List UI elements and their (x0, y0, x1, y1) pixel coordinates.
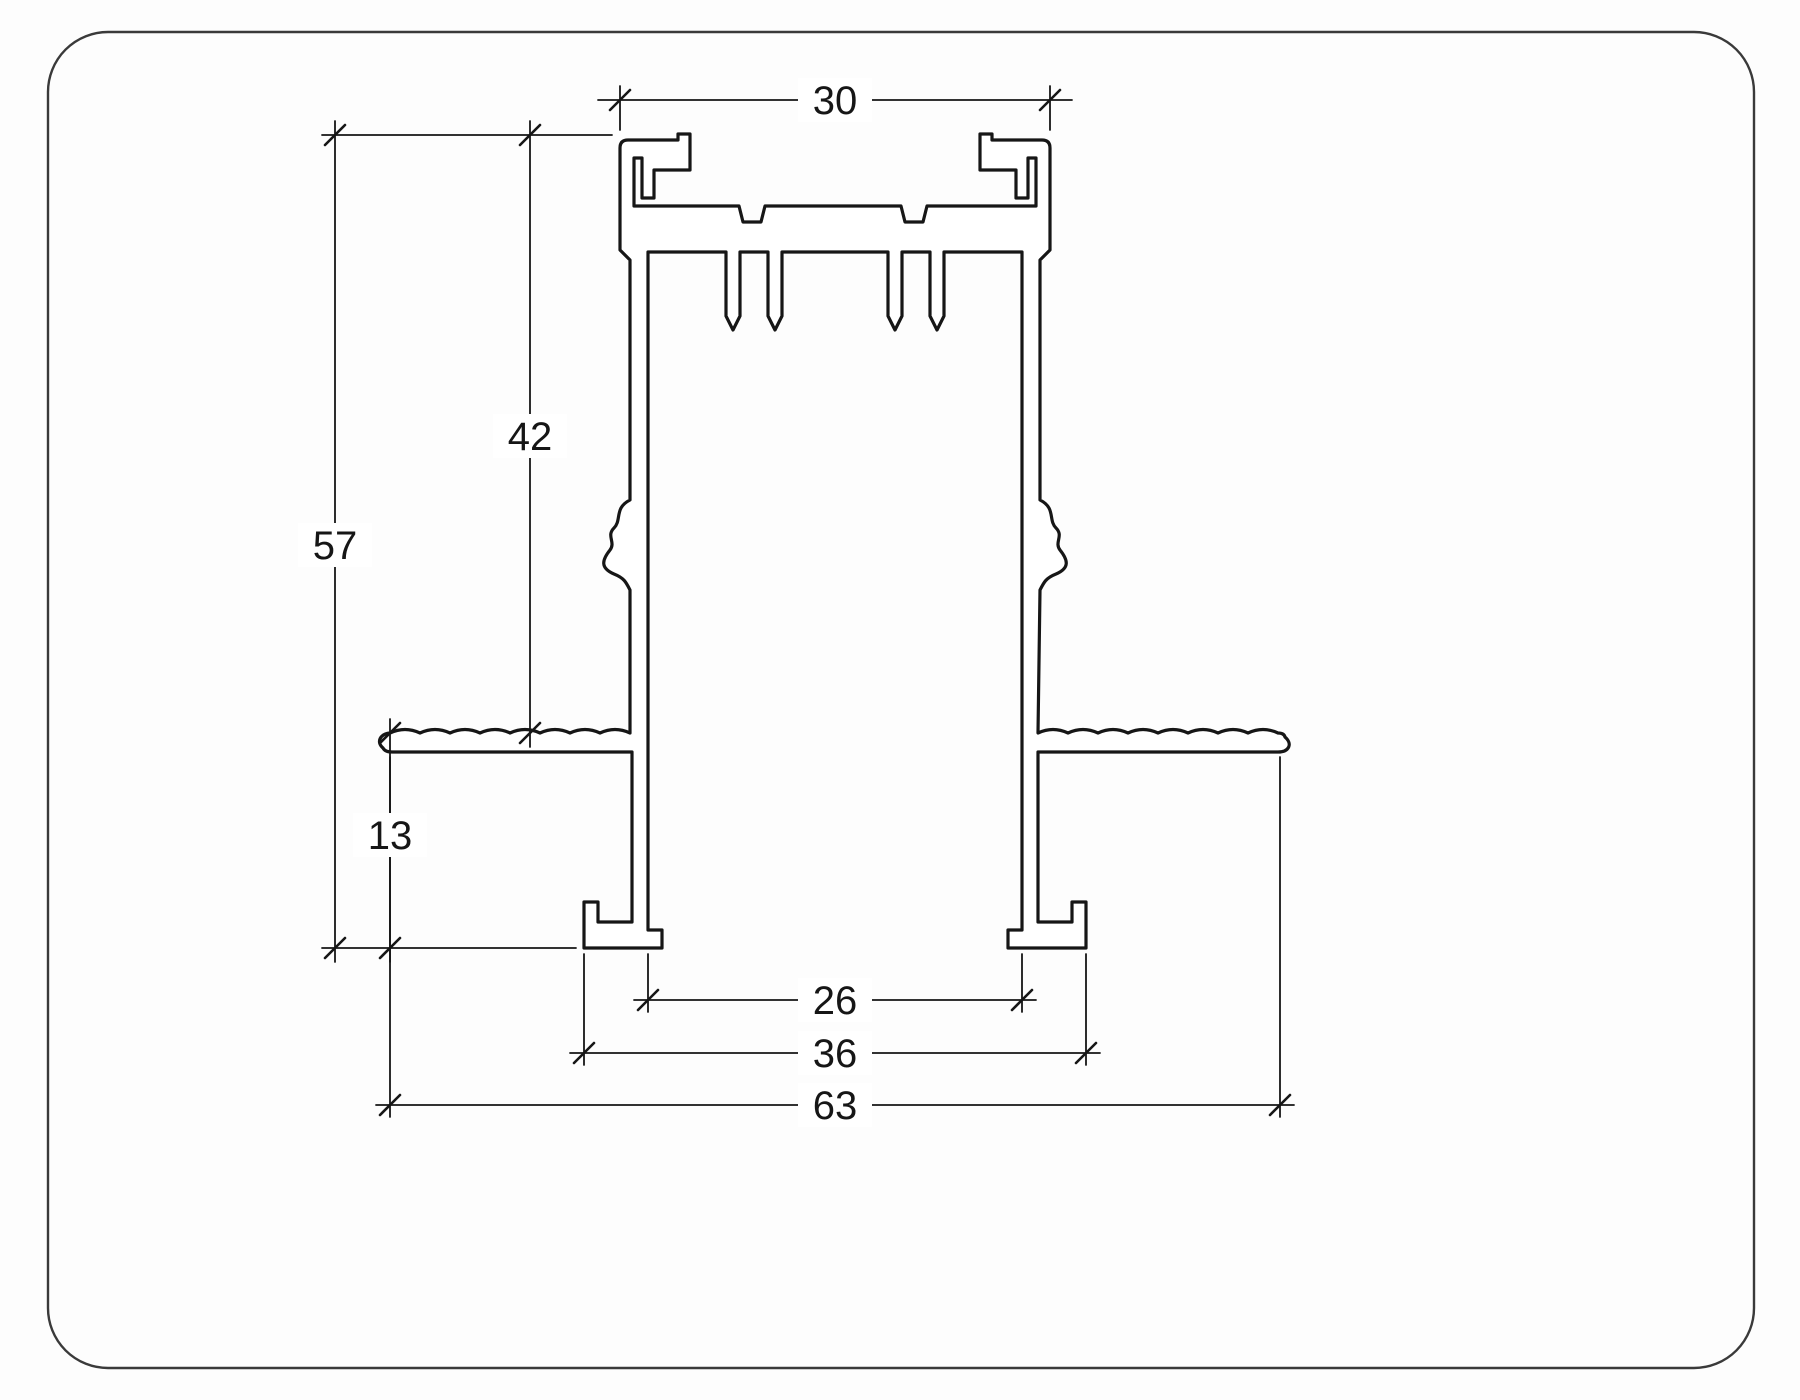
dimension-top-width (597, 85, 1073, 131)
profile-outline (377, 132, 1291, 950)
tick-marks (518, 123, 542, 745)
tick-marks (636, 988, 1034, 1012)
label-gap (493, 414, 567, 458)
label-gap (798, 78, 872, 122)
dimension-label-flange-to-bottom: 13 (368, 814, 413, 858)
label-gap (798, 978, 872, 1022)
label-gap (798, 1083, 872, 1127)
tick-marks (378, 1093, 1292, 1117)
tick-marks (323, 123, 347, 960)
dimension-label-opening-width: 26 (813, 979, 858, 1023)
dimension-labels: 30 42 57 13 26 36 63 (298, 78, 872, 1128)
dimension-label-overall-width: 63 (813, 1084, 858, 1128)
dimension-opening-width (633, 953, 1037, 1013)
dimension-label-top-width: 30 (813, 79, 858, 123)
sheet-border (46, 30, 1756, 1370)
tick-marks (572, 1041, 1098, 1065)
dimension-total-height (321, 120, 613, 963)
label-gap (298, 523, 372, 567)
label-gap (353, 813, 427, 857)
dimension-label-upper-height: 42 (508, 415, 553, 459)
label-gap (798, 1031, 872, 1075)
tick-marks (608, 88, 1062, 112)
dimension-label-feet-width: 36 (813, 1032, 858, 1076)
dimension-label-total-height: 57 (313, 524, 358, 568)
